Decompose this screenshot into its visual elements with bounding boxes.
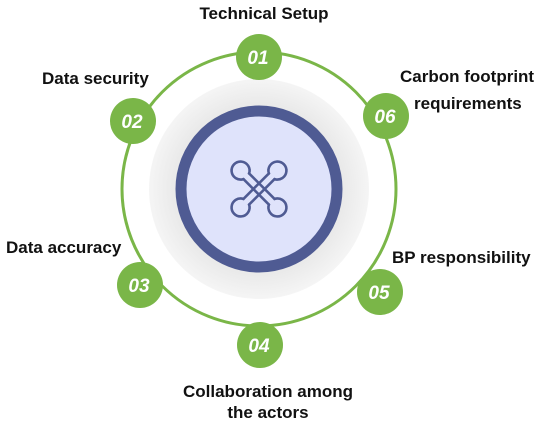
step-label-01: Technical Setup xyxy=(199,4,328,23)
step-label-04-line-1: Collaboration among xyxy=(183,382,353,401)
step-label-02: Data security xyxy=(42,69,149,88)
step-label-06-line-2: requirements xyxy=(414,94,522,113)
svg-text:05: 05 xyxy=(368,283,390,304)
step-label-05: BP responsibility xyxy=(392,248,531,267)
svg-text:02: 02 xyxy=(121,112,143,133)
inner-circle xyxy=(175,105,343,273)
step-label-04-line-2: the actors xyxy=(227,403,308,422)
svg-text:01: 01 xyxy=(247,48,268,69)
step-label-03: Data accuracy xyxy=(6,238,122,257)
step-node-03: 03 xyxy=(117,262,163,308)
step-label-06-line-1: Carbon footprint xyxy=(400,67,534,86)
svg-text:06: 06 xyxy=(374,107,396,128)
step-node-01: 01 xyxy=(236,34,282,80)
step-node-05: 05 xyxy=(357,269,403,315)
wrench-cross-icon xyxy=(230,160,288,218)
svg-text:04: 04 xyxy=(248,336,270,357)
step-node-06: 06 xyxy=(363,93,409,139)
step-node-04: 04 xyxy=(237,322,283,368)
svg-text:03: 03 xyxy=(128,276,150,297)
step-node-02: 02 xyxy=(110,98,156,144)
